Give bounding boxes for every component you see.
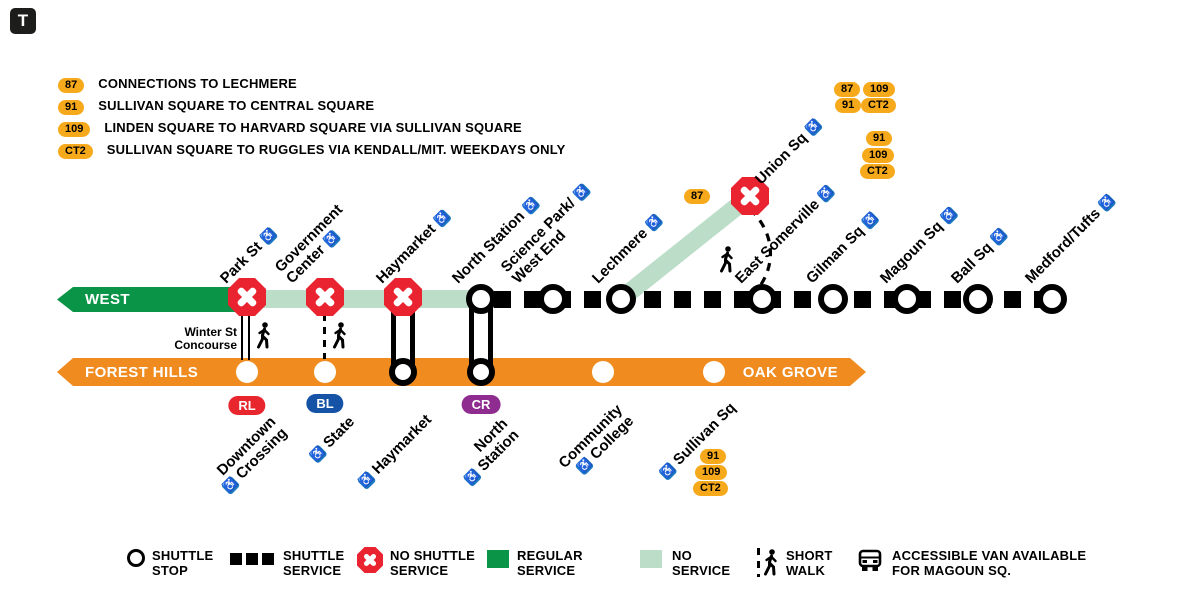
no-shuttle-icon-park-st xyxy=(228,278,266,316)
accessibility-icon: ♿ xyxy=(988,226,1009,247)
stop-magoun-sq xyxy=(892,284,922,314)
bus-badge-union-ct2: CT2 xyxy=(861,95,896,113)
bus-badge-union-91: 91 xyxy=(835,95,862,113)
legend-shuttle-stop-icon xyxy=(127,549,145,567)
route-key-text: LINDEN SQUARE TO HARVARD SQUARE VIA SULL… xyxy=(104,120,522,135)
station-label-union-sq: Union Sq♿ xyxy=(751,117,824,188)
route-key-row: CT2 SULLIVAN SQUARE TO RUGGLES VIA KENDA… xyxy=(58,141,566,159)
station-label-science-park: Science Park/♿ West End xyxy=(497,182,592,287)
station-label-park-st: Park St♿ xyxy=(216,226,279,287)
stop-gilman-sq xyxy=(818,284,848,314)
stop-north-station-orange xyxy=(467,358,495,386)
station-label-ball-sq: Ball Sq♿ xyxy=(947,226,1009,287)
bus-badge-87-lechmere: 87 xyxy=(684,186,711,204)
stop-medford-tufts xyxy=(1037,284,1067,314)
green-terminal-label: WEST xyxy=(85,291,130,308)
route-key-row: 109 LINDEN SQUARE TO HARVARD SQUARE VIA … xyxy=(58,119,522,137)
accessibility-icon: ♿ xyxy=(308,444,329,464)
red-line-badge: RL xyxy=(228,396,266,415)
route-key-text: CONNECTIONS TO LECHMERE xyxy=(98,76,297,91)
legend-no-service-icon xyxy=(640,550,662,568)
accessibility-icon: ♿ xyxy=(432,208,452,229)
accessibility-icon: ♿ xyxy=(644,212,664,233)
stop-sullivan-sq xyxy=(703,361,725,383)
bus-badge-ct2: CT2 xyxy=(58,143,93,159)
legend-shuttle-service-icon xyxy=(230,553,274,565)
stop-lechmere xyxy=(606,284,636,314)
route-key-row: 91 SULLIVAN SQUARE TO CENTRAL SQUARE xyxy=(58,97,375,115)
commuter-rail-badge: CR xyxy=(461,395,501,414)
green-line-bar: WEST xyxy=(57,287,250,312)
bus-badge-esomerville-91: 91 xyxy=(866,128,893,146)
accessibility-icon: ♿ xyxy=(658,461,678,482)
accessibility-icon: ♿ xyxy=(803,117,824,138)
winter-st-concourse-label: Winter St Concourse xyxy=(174,325,237,352)
station-label-north-station-bottom: North ♿Station xyxy=(462,415,523,488)
bus-badge-sullivan-109: 109 xyxy=(695,462,728,480)
bus-badge-union-109: 109 xyxy=(863,79,896,97)
orange-terminal-left-label: FOREST HILLS xyxy=(85,363,199,381)
accessibility-icon: ♿ xyxy=(1096,193,1117,213)
stop-downtown-crossing xyxy=(236,361,258,383)
stop-science-park xyxy=(538,284,568,314)
bus-badge-sullivan-ct2: CT2 xyxy=(693,478,728,496)
station-label-downtown-crossing: Downtown ♿Crossing xyxy=(213,413,291,496)
bus-badge-109: 109 xyxy=(58,121,91,137)
stop-community-college xyxy=(592,361,614,383)
route-key-text: SULLIVAN SQUARE TO CENTRAL SQUARE xyxy=(98,98,375,113)
route-key-row: 87 CONNECTIONS TO LECHMERE xyxy=(58,75,297,93)
orange-terminal-right-label: OAK GROVE xyxy=(742,363,838,381)
stop-haymarket-orange xyxy=(389,358,417,386)
no-shuttle-icon-union-sq xyxy=(731,177,769,215)
walking-person-icon xyxy=(720,246,733,273)
stop-ball-sq xyxy=(963,284,993,314)
station-label-state: ♿State xyxy=(308,413,359,464)
station-label-medford-tufts: Medford/Tufts♿ xyxy=(1021,193,1117,287)
accessibility-icon: ♿ xyxy=(357,470,377,491)
no-shuttle-icon-government-center xyxy=(306,278,344,316)
station-label-government-center: Government Center♿ xyxy=(271,201,347,287)
legend-no-shuttle-icon xyxy=(357,547,383,573)
bus-badge-esomerville-109: 109 xyxy=(862,145,895,163)
legend-walking-person-icon xyxy=(764,549,777,576)
legend-regular-service-icon xyxy=(487,550,509,568)
station-label-haymarket: Haymarket♿ xyxy=(372,208,452,287)
route-key-text: SULLIVAN SQUARE TO RUGGLES VIA KENDALL/M… xyxy=(106,142,566,157)
stop-east-somerville xyxy=(747,284,777,314)
mbta-logo-icon: T xyxy=(10,8,36,34)
bus-badge-esomerville-ct2: CT2 xyxy=(860,161,895,179)
accessibility-icon: ♿ xyxy=(521,195,541,216)
accessibility-icon: ♿ xyxy=(815,183,836,204)
stop-north-station xyxy=(466,284,496,314)
accessibility-icon: ♿ xyxy=(258,226,279,247)
legend-accessible-van-icon xyxy=(858,549,882,571)
winter-st-concourse-connector xyxy=(241,313,250,360)
orange-line-bar: FOREST HILLS OAK GROVE xyxy=(57,358,866,386)
bus-badge-87: 87 xyxy=(58,77,85,93)
station-label-haymarket-bottom: ♿Haymarket xyxy=(357,411,436,491)
station-label-community-college: Community ♿College xyxy=(554,401,637,476)
legend-short-walk-dash xyxy=(757,548,760,577)
accessibility-icon: ♿ xyxy=(939,205,959,226)
no-shuttle-icon-haymarket xyxy=(384,278,422,316)
station-label-gilman-sq: Gilman Sq♿ xyxy=(802,210,881,287)
union-sq-walk-connector xyxy=(748,207,773,287)
bus-badge-sullivan-91: 91 xyxy=(700,446,727,464)
no-service-band xyxy=(240,290,482,308)
accessibility-icon: ♿ xyxy=(860,210,881,231)
bus-badge-union-87: 87 xyxy=(834,79,861,97)
bus-badge-91: 91 xyxy=(58,99,85,115)
blue-line-badge: BL xyxy=(306,394,344,413)
government-center-walk-connector xyxy=(323,314,326,359)
walking-person-icon xyxy=(333,322,346,349)
walking-person-icon xyxy=(257,322,270,349)
stop-state xyxy=(314,361,336,383)
